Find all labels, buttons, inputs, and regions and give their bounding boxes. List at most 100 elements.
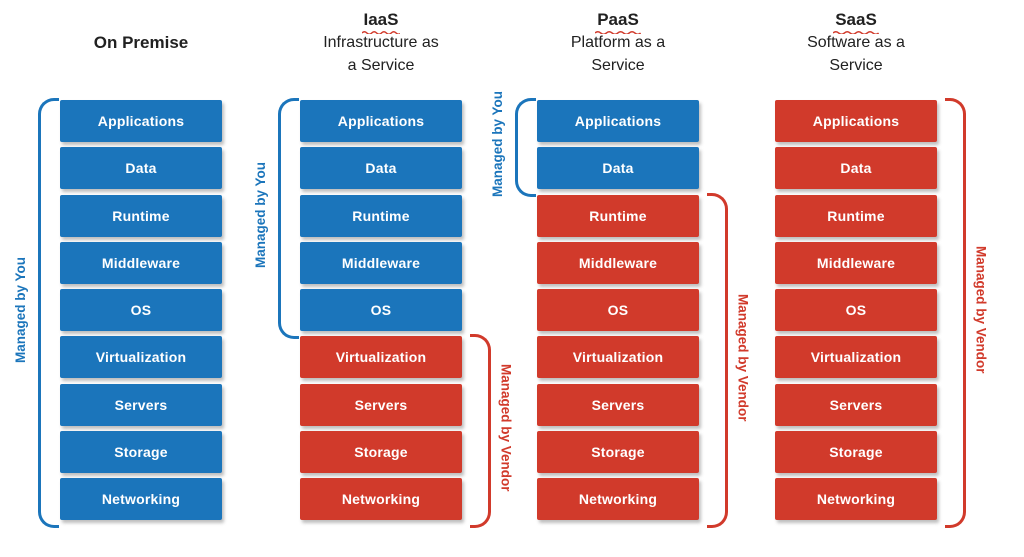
- layer-label: Networking: [816, 491, 896, 507]
- layer-box-middleware: Middleware: [775, 242, 937, 284]
- layer-label: Runtime: [827, 208, 885, 224]
- layer-box-servers: Servers: [775, 384, 937, 426]
- bracket-managed-by-you: [38, 98, 59, 528]
- layer-box-os: OS: [537, 289, 699, 331]
- layer-box-servers: Servers: [60, 384, 222, 426]
- layer-box-runtime: Runtime: [60, 195, 222, 237]
- layer-box-servers: Servers: [537, 384, 699, 426]
- layer-label: Servers: [114, 397, 168, 413]
- bracket-label-text: Managed by You: [12, 256, 28, 364]
- bracket-managed-by-you: [515, 98, 536, 197]
- layer-box-storage: Storage: [537, 431, 699, 473]
- column-subtitle-line: Infrastructure as: [323, 34, 439, 51]
- column-subtitle-line: Platform as a: [570, 34, 666, 51]
- layer-label: OS: [607, 302, 629, 318]
- layer-label: OS: [130, 302, 152, 318]
- column-title-text: On Premise: [93, 33, 189, 52]
- layer-label: Runtime: [589, 208, 647, 224]
- layer-label: Middleware: [101, 255, 181, 271]
- layer-label: Networking: [341, 491, 421, 507]
- layer-label: Servers: [354, 397, 408, 413]
- layer-label: Servers: [829, 397, 883, 413]
- column-title-line: IaaS: [250, 8, 512, 34]
- layer-box-storage: Storage: [775, 431, 937, 473]
- column-subtitle-line: Software as a: [807, 34, 905, 51]
- layer-label: Applications: [574, 113, 662, 129]
- spellcheck-squiggle-underline: [361, 31, 401, 34]
- layer-box-networking: Networking: [300, 478, 462, 520]
- bracket-label-managed-by-you: Managed by You: [250, 98, 270, 333]
- layer-box-applications: Applications: [300, 100, 462, 142]
- column-header-saas: SaaS Software as a Service: [725, 8, 987, 77]
- layer-box-middleware: Middleware: [300, 242, 462, 284]
- layer-label: Runtime: [112, 208, 170, 224]
- layer-box-networking: Networking: [775, 478, 937, 520]
- layer-label: Data: [365, 160, 397, 176]
- layer-box-applications: Applications: [60, 100, 222, 142]
- layer-box-storage: Storage: [60, 431, 222, 473]
- layer-label: Virtualization: [810, 349, 902, 365]
- layer-label: OS: [370, 302, 392, 318]
- column-title-text: IaaS: [363, 10, 399, 29]
- layer-box-os: OS: [60, 289, 222, 331]
- column-title: SaaS: [833, 8, 879, 34]
- layer-box-os: OS: [775, 289, 937, 331]
- bracket-label-managed-by-vendor: Managed by Vendor: [733, 193, 753, 522]
- spellcheck-squiggle-underline: [833, 31, 879, 34]
- layer-label: Applications: [97, 113, 185, 129]
- bracket-managed-by-vendor: [945, 98, 966, 528]
- layer-box-os: OS: [300, 289, 462, 331]
- layer-box-applications: Applications: [537, 100, 699, 142]
- layer-label: Networking: [101, 491, 181, 507]
- column-title: PaaS: [595, 8, 641, 34]
- layer-box-runtime: Runtime: [537, 195, 699, 237]
- column-subtitle-line: a Service: [347, 57, 415, 74]
- layer-box-data: Data: [775, 147, 937, 189]
- bracket-label-managed-by-you: Managed by You: [487, 91, 507, 197]
- layer-box-middleware: Middleware: [537, 242, 699, 284]
- layer-box-virtualization: Virtualization: [300, 336, 462, 378]
- bracket-label-text: Managed by Vendor: [735, 293, 751, 422]
- bracket-label-text: Managed by Vendor: [973, 246, 989, 374]
- bracket-label-managed-by-vendor: Managed by Vendor: [496, 334, 516, 522]
- column-title-text: SaaS: [835, 10, 877, 29]
- layer-label: Storage: [114, 444, 168, 460]
- column-title-line: SaaS: [725, 8, 987, 34]
- bracket-managed-by-vendor: [707, 193, 728, 528]
- layer-box-data: Data: [300, 147, 462, 189]
- column-header-paas: PaaS Platform as a Service: [487, 8, 749, 77]
- layer-box-storage: Storage: [300, 431, 462, 473]
- layer-label: Middleware: [341, 255, 421, 271]
- bracket-label-text: Managed by Vendor: [498, 364, 514, 492]
- bracket-label-text: Managed by You: [489, 91, 505, 198]
- layer-box-networking: Networking: [537, 478, 699, 520]
- column-subtitle-line: Service: [829, 57, 883, 74]
- layer-box-runtime: Runtime: [300, 195, 462, 237]
- bracket-label-text: Managed by You: [252, 162, 268, 269]
- bracket-label-managed-by-vendor: Managed by Vendor: [971, 98, 991, 522]
- bracket-label-managed-by-you: Managed by You: [10, 98, 30, 522]
- layer-box-data: Data: [537, 147, 699, 189]
- column-title: On Premise: [94, 31, 189, 54]
- layer-label: Storage: [354, 444, 408, 460]
- layer-label: Networking: [578, 491, 658, 507]
- column-title-line: PaaS: [487, 8, 749, 34]
- layer-label: Virtualization: [95, 349, 187, 365]
- layer-label: Middleware: [578, 255, 658, 271]
- layer-label: Applications: [812, 113, 900, 129]
- layer-label: Middleware: [816, 255, 896, 271]
- column-subtitle-line: Service: [591, 57, 645, 74]
- layer-box-virtualization: Virtualization: [537, 336, 699, 378]
- layer-box-middleware: Middleware: [60, 242, 222, 284]
- layer-box-virtualization: Virtualization: [60, 336, 222, 378]
- layer-label: OS: [845, 302, 867, 318]
- layer-label: Data: [840, 160, 872, 176]
- column-title-text: PaaS: [597, 10, 639, 29]
- layer-label: Data: [125, 160, 157, 176]
- bracket-managed-by-vendor: [470, 334, 491, 528]
- layer-box-applications: Applications: [775, 100, 937, 142]
- layer-box-virtualization: Virtualization: [775, 336, 937, 378]
- layer-label: Applications: [337, 113, 425, 129]
- layer-box-servers: Servers: [300, 384, 462, 426]
- column-title: IaaS: [361, 8, 401, 34]
